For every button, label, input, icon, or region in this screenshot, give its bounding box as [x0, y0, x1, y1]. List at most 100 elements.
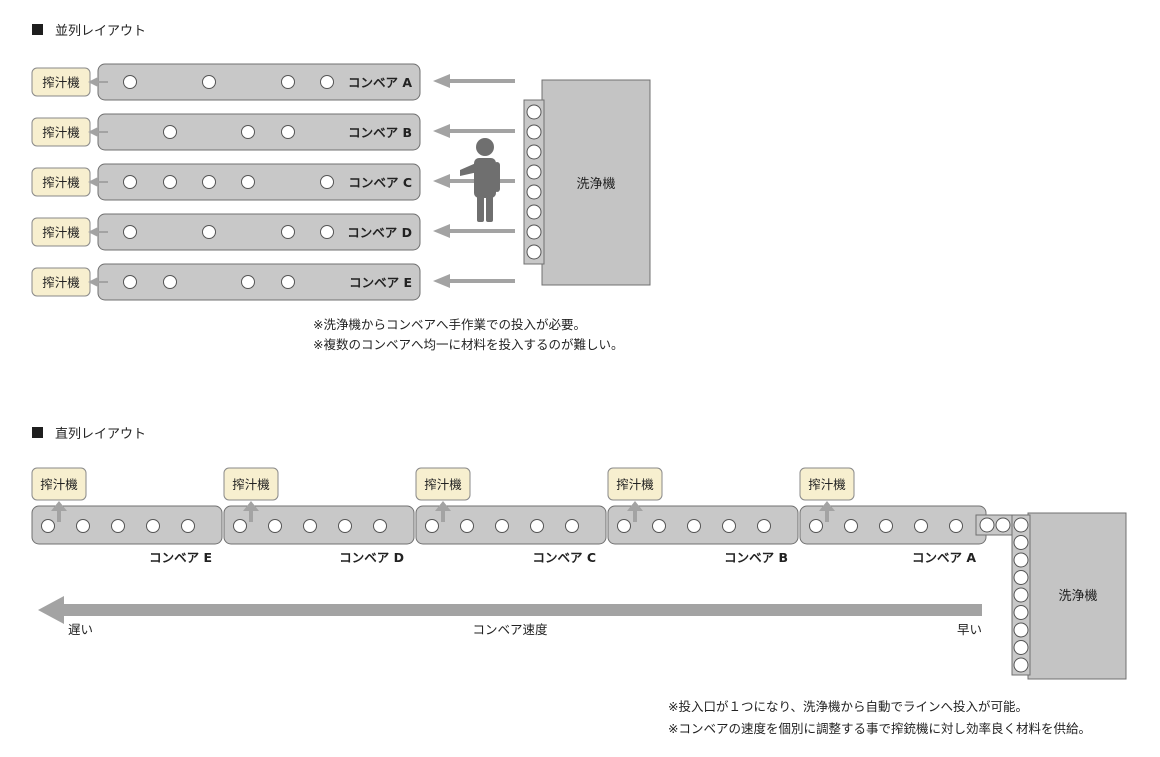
roller: [41, 519, 55, 533]
roller: [526, 124, 542, 140]
serial-washer-body: [1027, 512, 1127, 680]
roller: [163, 275, 177, 289]
roller: [687, 519, 701, 533]
roller: [425, 519, 439, 533]
roller: [844, 519, 858, 533]
juicer-label: 搾汁機: [616, 477, 654, 492]
up-arrow-icon: [819, 501, 835, 522]
serial-note-1: ※投入口が１つになり、洗浄機から自動でラインへ投入が可能。: [668, 699, 1028, 714]
outlet-arrow-icon: [88, 77, 108, 87]
conveyor-label: コンベア A: [912, 550, 976, 565]
feed-arrow-icon: [433, 124, 515, 138]
roller: [320, 175, 334, 189]
serial-note-2: ※コンベアの速度を個別に調整する事で搾銃機に対し効率良く材料を供給。: [668, 721, 1091, 736]
conveyor-label: コンベア E: [349, 275, 412, 290]
juicer-label: 搾汁機: [42, 175, 80, 190]
roller: [1013, 552, 1029, 568]
conveyor-label: コンベア C: [532, 550, 596, 565]
roller: [320, 75, 334, 89]
conveyor-label: コンベア B: [348, 125, 412, 140]
parallel-washer-inlet: [523, 99, 545, 265]
roller: [281, 275, 295, 289]
roller: [163, 125, 177, 139]
parallel-conveyor-rows: 搾汁機コンベア A搾汁機コンベア B搾汁機コンベア C搾汁機コンベア D搾汁機コ…: [31, 63, 515, 301]
roller: [241, 275, 255, 289]
roller: [123, 75, 137, 89]
roller: [979, 517, 995, 533]
juicer-box: [607, 467, 663, 501]
roller: [268, 519, 282, 533]
roller: [722, 519, 736, 533]
roller: [530, 519, 544, 533]
roller: [995, 517, 1011, 533]
speed-slow-label: 遅い: [68, 622, 93, 637]
outlet-arrow-icon: [88, 177, 108, 187]
up-arrow-icon: [627, 501, 643, 522]
roller: [241, 175, 255, 189]
roller: [879, 519, 893, 533]
outlet-arrow-icon: [88, 127, 108, 137]
parallel-row-a: 搾汁機コンベア A: [31, 63, 515, 101]
juicer-label: 搾汁機: [42, 125, 80, 140]
roller: [303, 519, 317, 533]
square-bullet-icon: [32, 24, 43, 35]
roller: [181, 519, 195, 533]
parallel-row-c: 搾汁機 コンベア C: [31, 163, 515, 201]
conveyor-speed-label: コンベア速度: [472, 622, 548, 637]
roller: [526, 104, 542, 120]
roller: [202, 175, 216, 189]
roller: [202, 75, 216, 89]
roller: [1013, 657, 1029, 673]
juicer-label: 搾汁機: [40, 477, 78, 492]
roller: [320, 225, 334, 239]
roller: [123, 275, 137, 289]
juicer-label: 搾汁機: [42, 275, 80, 290]
up-arrow-icon: [51, 501, 67, 522]
feed-arrow-icon: [433, 274, 515, 288]
conveyor-body: [223, 505, 415, 545]
parallel-row-e: 搾汁機 コンベア E: [31, 263, 515, 301]
conveyor-body: [607, 505, 799, 545]
juicer-box: [799, 467, 855, 501]
serial-feed-rollers: [979, 517, 1029, 673]
conveyor-speed-arrow-icon: [38, 596, 982, 624]
serial-layout-title: 直列レイアウト: [55, 427, 147, 442]
roller: [1013, 587, 1029, 603]
roller: [338, 519, 352, 533]
juicer-box: [415, 467, 471, 501]
square-bullet-icon: [32, 427, 43, 438]
worker-person-icon: [460, 138, 500, 222]
roller: [1013, 605, 1029, 620]
roller: [617, 519, 631, 533]
roller: [281, 75, 295, 89]
juicer-label: 搾汁機: [232, 477, 270, 492]
roller: [1013, 640, 1029, 655]
roller: [123, 175, 137, 189]
parallel-layout-title: 並列レイアウト: [55, 24, 147, 39]
conveyor-label: コンベア D: [347, 225, 412, 240]
feed-arrow-icon: [433, 224, 515, 238]
parallel-washer-label: 洗浄機: [576, 177, 615, 192]
roller: [565, 519, 579, 533]
roller: [1013, 570, 1029, 585]
juicer-label: 搾汁機: [42, 75, 80, 90]
up-arrow-icon: [435, 501, 451, 522]
up-arrow-icon: [243, 501, 259, 522]
roller: [526, 224, 542, 240]
parallel-row-d: 搾汁機コンベア D: [31, 213, 515, 251]
conveyor-label: コンベア D: [339, 550, 404, 565]
conveyor-label: コンベア B: [724, 550, 788, 565]
juicer-label: 搾汁機: [424, 477, 462, 492]
roller: [526, 204, 542, 220]
roller: [1013, 517, 1029, 533]
parallel-inlet-rollers: [526, 104, 542, 260]
roller: [1013, 622, 1029, 638]
feed-arrow-icon: [433, 74, 515, 88]
roller: [146, 519, 160, 533]
roller: [495, 519, 509, 533]
conveyor-label: コンベア C: [348, 175, 412, 190]
